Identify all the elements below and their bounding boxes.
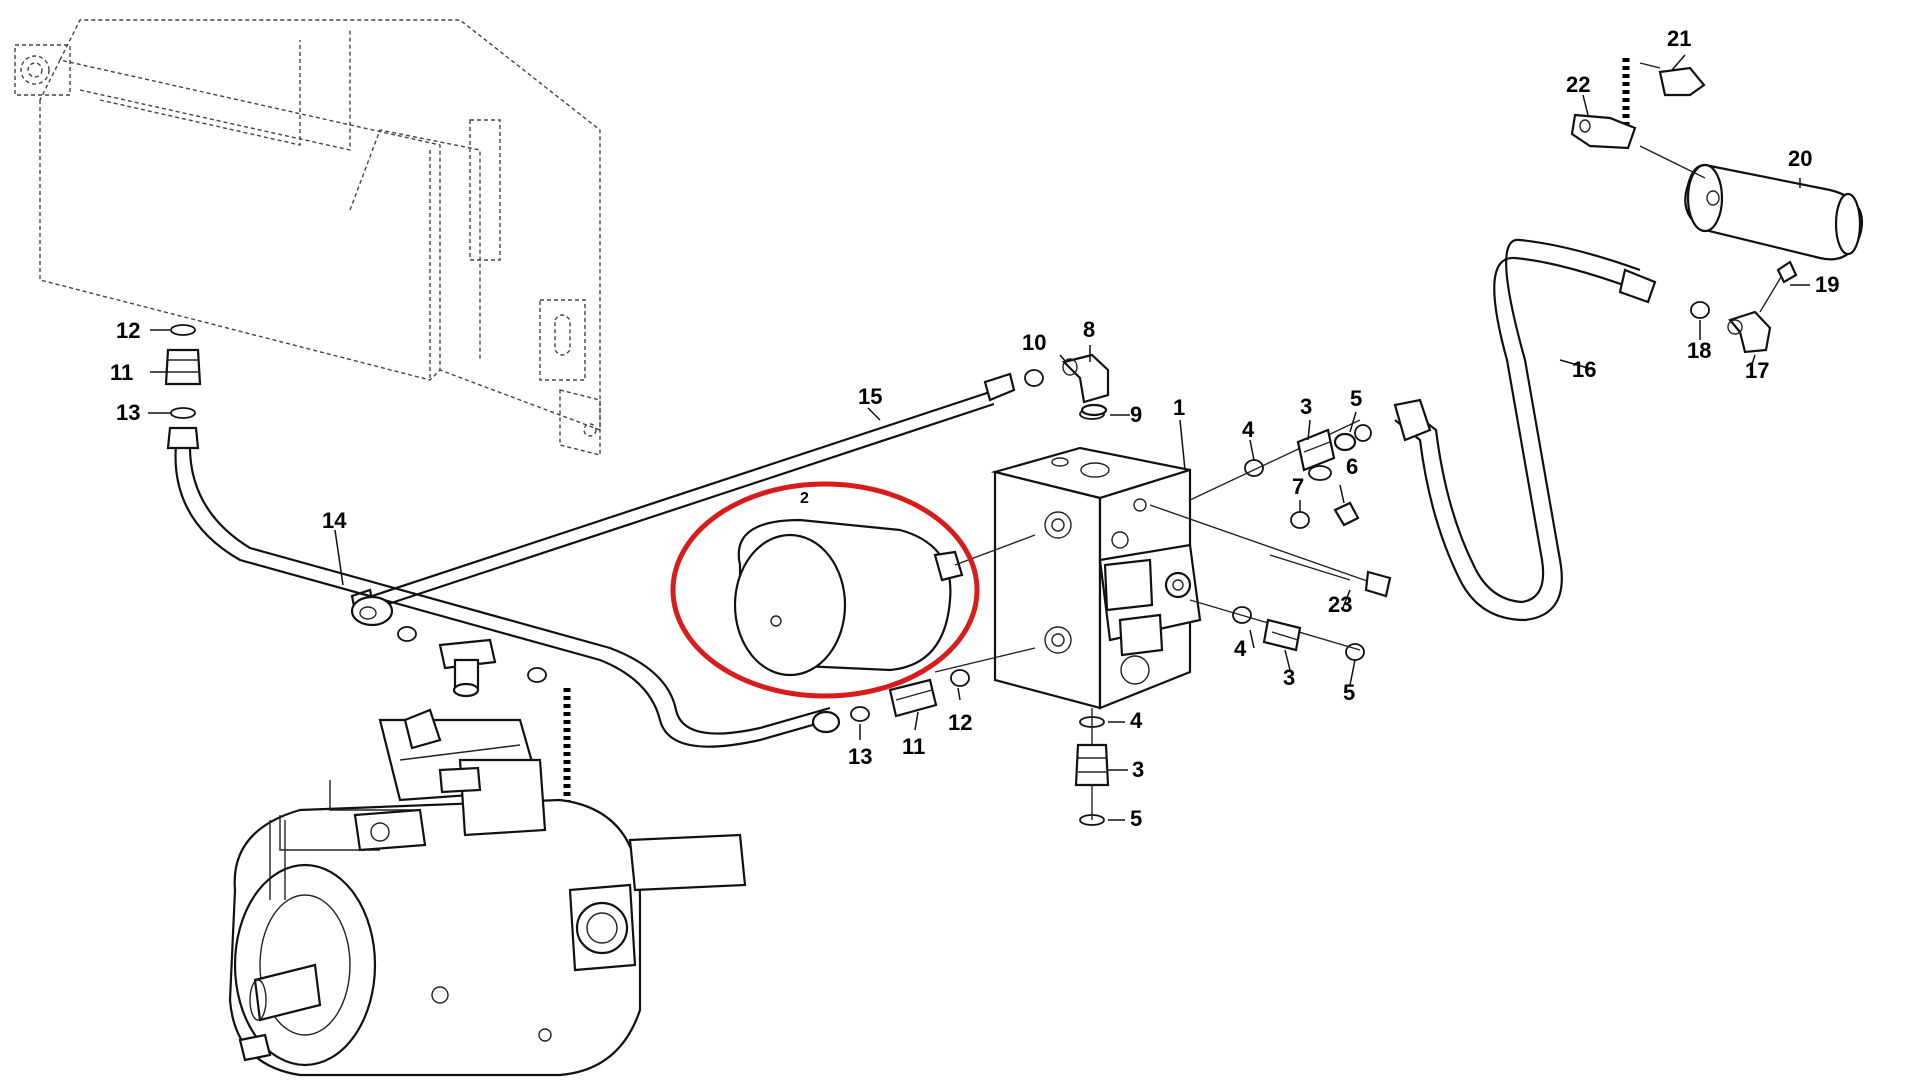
housing-frame [14,19,601,456]
fitting-lower [811,678,938,734]
fitting-right-lower [1189,599,1361,652]
callout-15: 15 [858,384,882,409]
leader-lines [148,54,1810,821]
fitting-right-upper [1189,419,1361,527]
callout-18: 18 [1687,338,1711,363]
fitting-bottom [1074,708,1110,820]
bolt-23 [1149,504,1392,598]
callout-13-lower: 13 [848,744,872,769]
callout-3-upper: 3 [1300,394,1312,419]
tee-fitting [438,638,497,698]
callout-3-bottom: 3 [1132,757,1144,782]
callout-5-upper: 5 [1350,386,1362,411]
callout-10: 10 [1022,330,1046,355]
callout-4-upper: 4 [1242,417,1255,442]
callout-23: 23 [1328,592,1352,617]
elbow-fitting-17 [1727,260,1798,354]
sensor-connector-22 [1570,113,1637,150]
fitting-stack-left [164,324,394,627]
callout-3-lower: 3 [1283,665,1295,690]
callout-20: 20 [1788,146,1812,171]
callout-9: 9 [1130,402,1142,427]
elbow-fitting-8 [1061,353,1110,417]
callout-8: 8 [1083,317,1095,342]
callout-5-lower: 5 [1343,680,1355,705]
callout-21: 21 [1667,26,1691,51]
hose-14 [174,441,831,748]
callout-1: 1 [1173,395,1185,420]
callout-22: 22 [1566,72,1590,97]
callout-11-left: 11 [110,360,133,385]
accumulator [733,518,1036,677]
highlight-circle [670,481,980,699]
callout-16: 16 [1572,357,1596,382]
callout-12-lower: 12 [948,710,972,735]
callout-5-bottom: 5 [1130,806,1142,831]
hose-16 [1393,238,1657,622]
callout-6: 6 [1346,454,1358,479]
callout-12-left: 12 [116,318,140,343]
callout-2: 2 [800,490,809,507]
callout-7: 7 [1292,474,1304,499]
callout-14: 14 [322,508,347,533]
callout-17: 17 [1745,358,1769,383]
sensor-plug-21 [1639,62,1706,97]
callout-11-lower: 11 [902,734,925,759]
callout-labels: 1 2 3 3 3 4 4 4 5 5 5 6 7 8 9 10 11 11 1… [110,26,1839,831]
sensor-body-20 [1639,145,1864,261]
callout-13-left: 13 [116,400,140,425]
pump-assembly [228,708,747,1077]
callout-19: 19 [1815,272,1839,297]
callout-4-bottom: 4 [1130,708,1143,733]
manifold-block [990,446,1202,710]
callout-4-lower: 4 [1234,636,1247,661]
